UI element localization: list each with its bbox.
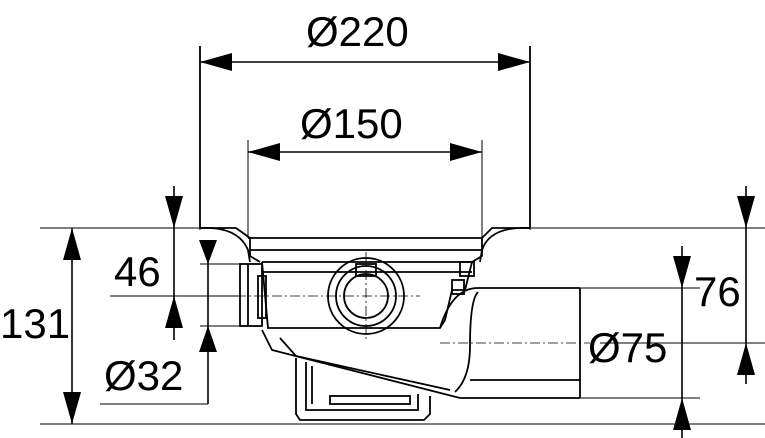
- d220-arrow-left: [200, 53, 232, 71]
- label-inlet-offset: 46: [114, 248, 161, 295]
- frame-left-lip: [199, 227, 251, 263]
- top-frame: [199, 46, 261, 263]
- dimension-labels: Ø220 Ø150 131 46 Ø32 76 Ø75: [0, 8, 741, 399]
- label-top-inner-diameter: Ø150: [300, 100, 403, 147]
- h76-arrow-bottom: [737, 343, 755, 375]
- trap-outline: [295, 358, 431, 421]
- dimension-lines: [40, 46, 765, 438]
- inlet-stub: [239, 263, 263, 327]
- body-bottom-slope: [261, 329, 580, 399]
- label-outlet-offset: 76: [694, 268, 741, 315]
- outlet-pipe-top: [439, 287, 580, 329]
- d32-arrow-top: [199, 240, 217, 264]
- h131-arrow-bottom: [63, 392, 81, 424]
- trap-inner: [305, 362, 419, 411]
- body-bottom-slope-inner: [279, 337, 451, 391]
- h131-arrow-top: [63, 228, 81, 260]
- inlet-collar: [257, 275, 267, 319]
- housing-tab: [459, 261, 475, 277]
- d220-arrow-right: [498, 53, 530, 71]
- d75-arrow-top: [673, 256, 691, 288]
- outlet-elbow: [454, 291, 479, 393]
- h76-arrow-top: [737, 196, 755, 228]
- label-outlet-diameter: Ø75: [588, 324, 667, 371]
- housing-outline: [261, 261, 474, 329]
- housing-tab-lower: [451, 279, 465, 295]
- top-frame-right: [471, 46, 531, 263]
- h46-arrow-bottom: [165, 296, 183, 328]
- label-top-outer-diameter: Ø220: [306, 8, 409, 55]
- label-total-height: 131: [0, 300, 70, 347]
- label-inlet-diameter: Ø32: [104, 352, 183, 399]
- d75-arrow-bottom: [673, 398, 691, 430]
- trap-base: [329, 395, 411, 405]
- d150-arrow-left: [248, 143, 280, 161]
- d150-arrow-right: [450, 143, 482, 161]
- frame-right-lip: [479, 227, 531, 263]
- d32-arrow-bottom: [199, 326, 217, 352]
- h46-arrow-top: [165, 196, 183, 228]
